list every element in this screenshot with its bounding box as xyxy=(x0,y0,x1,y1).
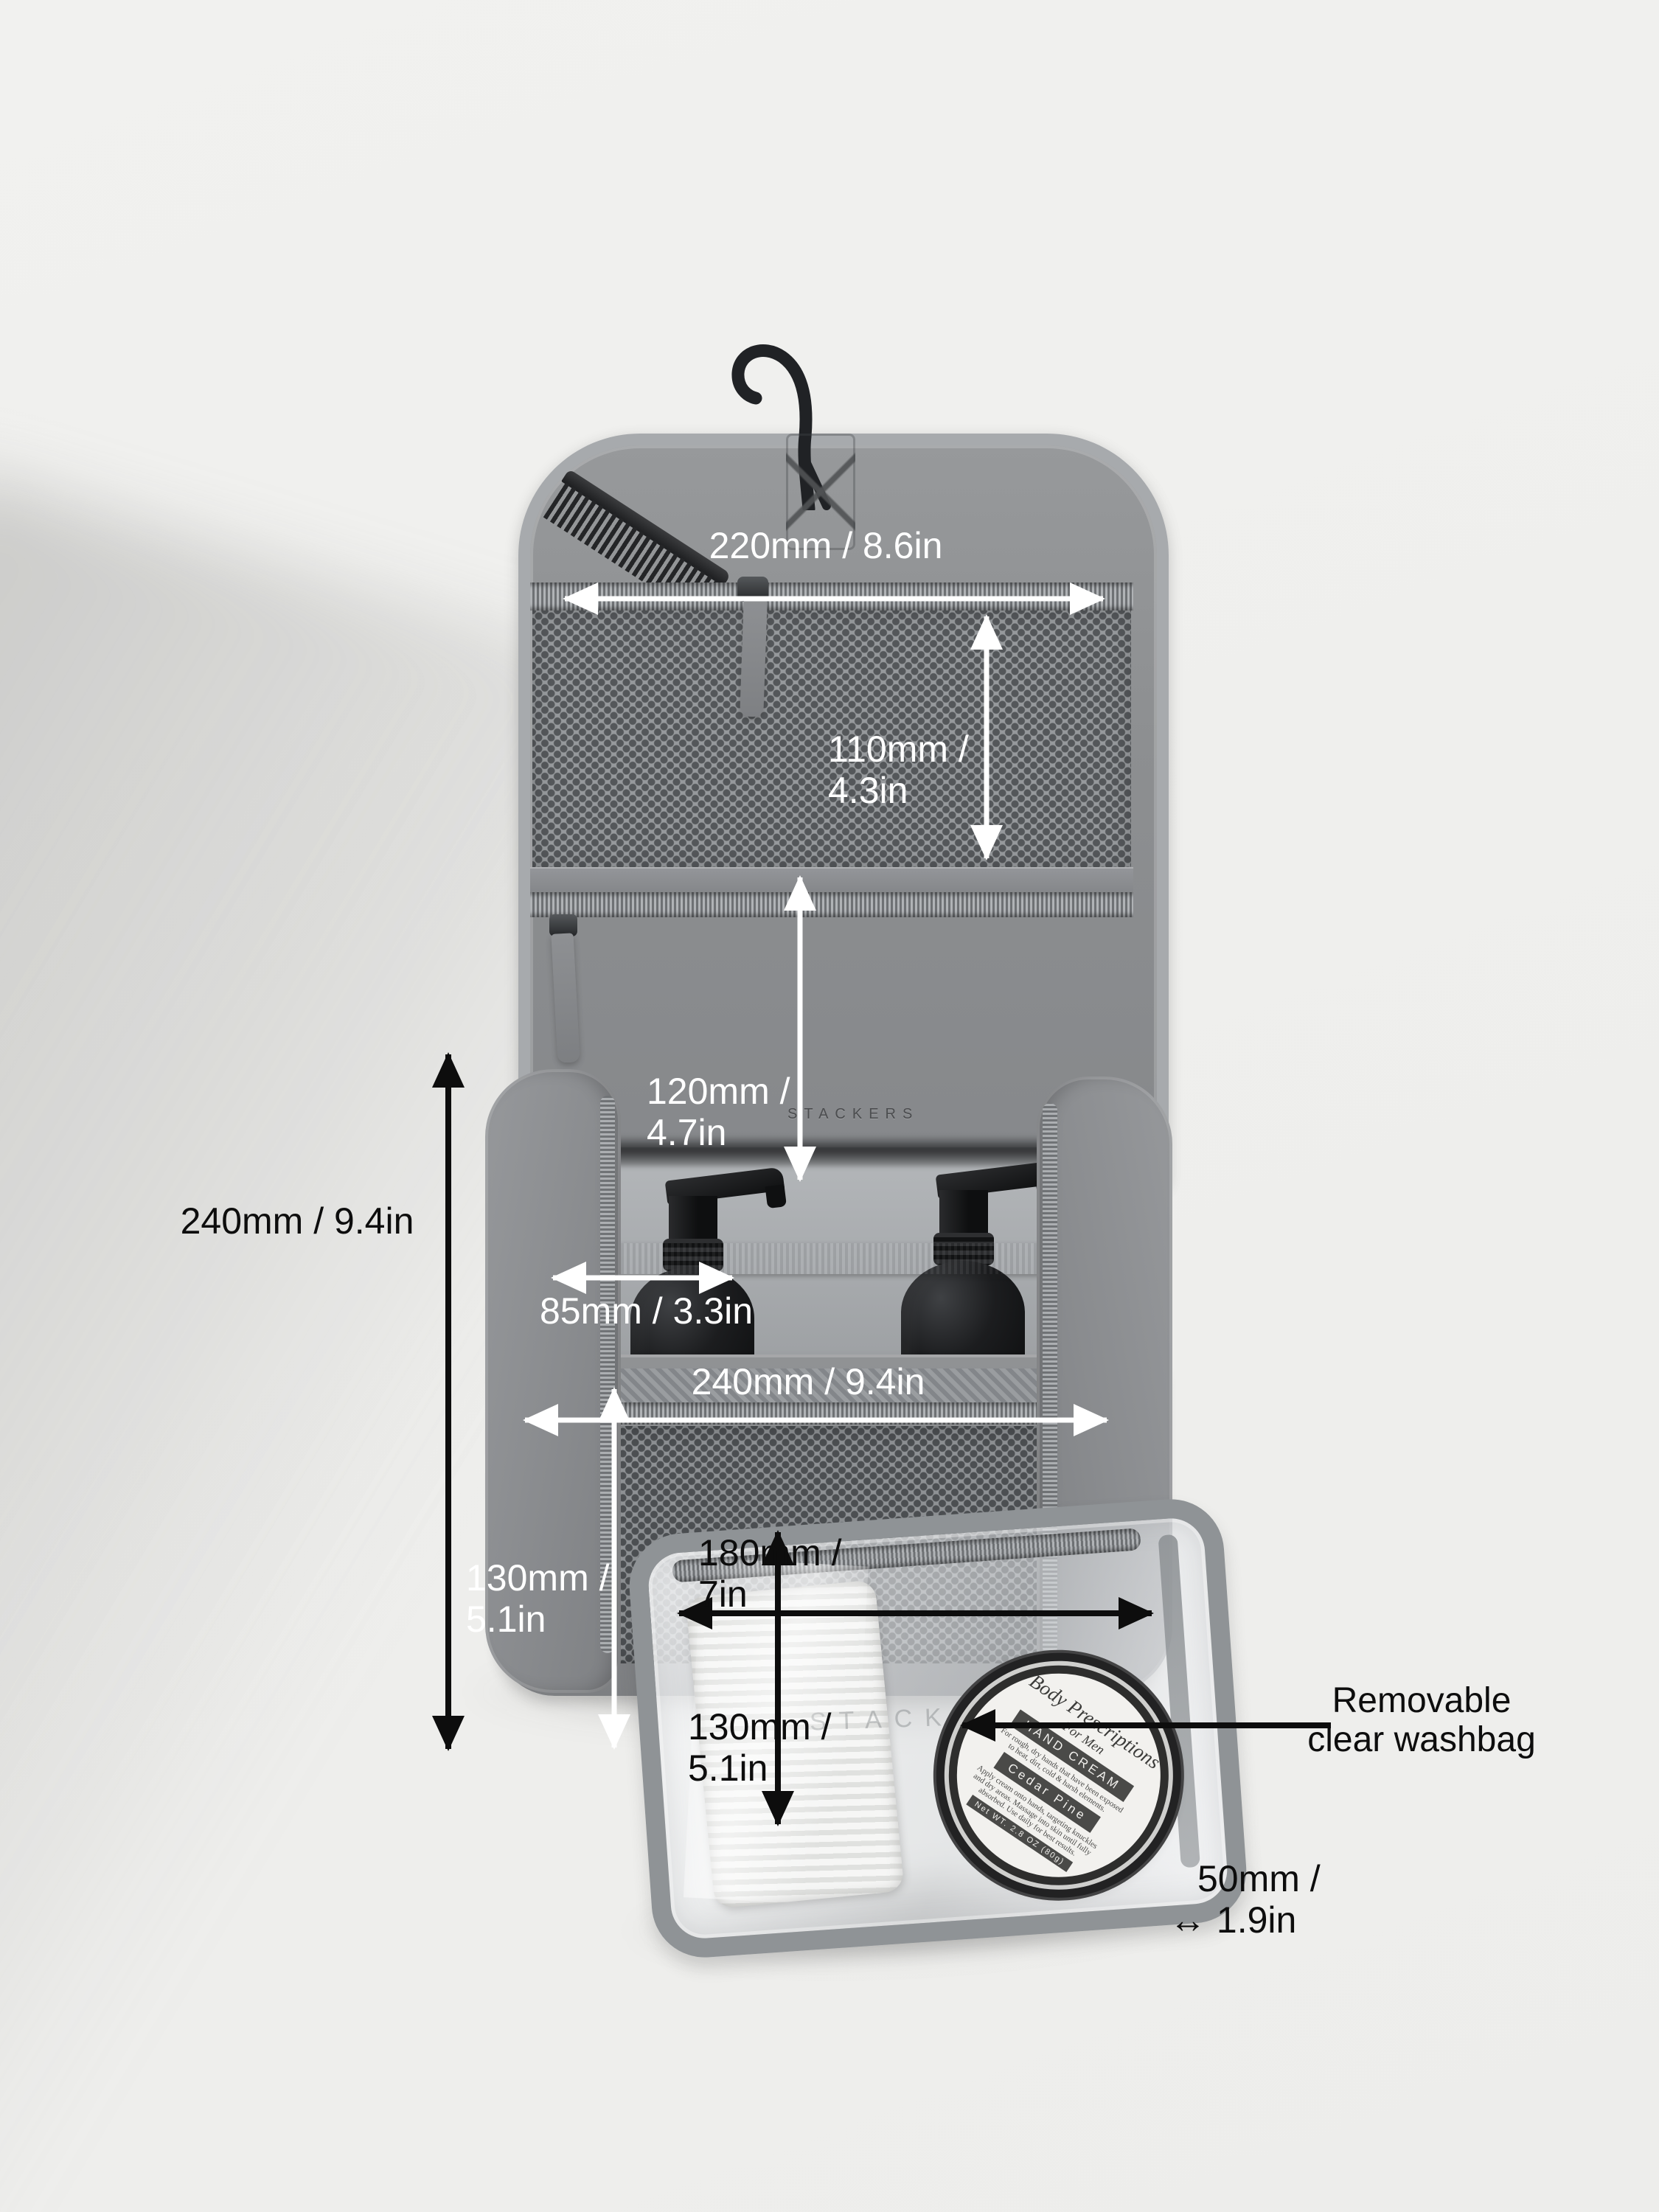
hand-cream-jar: Body Prescriptions For Men HAND CREAM Fo… xyxy=(941,1658,1176,1893)
flap-top-zip xyxy=(530,582,1133,611)
pump-neck xyxy=(669,1196,717,1242)
dim-label-line: 240mm / 9.4in xyxy=(180,1200,414,1242)
flap-top-zip-pull xyxy=(740,598,768,717)
dim-label-line: 240mm / 9.4in xyxy=(691,1361,925,1402)
dim-label-line: 130mm / xyxy=(466,1557,610,1599)
callout-line: clear washbag xyxy=(1307,1720,1536,1759)
removable-washbag-callout: Removable clear washbag xyxy=(1307,1681,1536,1759)
dim-label-washbag-width: 180mm / 7in xyxy=(698,1532,842,1615)
dim-label-line: 220mm / 8.6in xyxy=(709,525,943,566)
dim-label-line: 130mm / xyxy=(688,1706,832,1747)
flap-mesh-binding xyxy=(530,867,1133,892)
dim-label-washbag-height: 130mm / 5.1in xyxy=(688,1706,832,1789)
dim-label-mesh-pocket-height: 110mm / 4.3in xyxy=(828,728,969,811)
dim-label-washbag-depth: 50mm / ↔ 1.9in xyxy=(1169,1858,1321,1941)
dim-label-body-width: 240mm / 9.4in xyxy=(692,1361,925,1402)
flap-second-zip-slider xyxy=(549,914,577,936)
flap-top-zip-slider xyxy=(737,577,768,602)
dim-label-line: 5.1in xyxy=(466,1599,546,1640)
dim-label-line: 110mm / xyxy=(828,728,969,770)
dim-label-body-height: 240mm / 9.4in xyxy=(181,1200,414,1242)
dim-label-line: 180mm / xyxy=(698,1532,842,1573)
pump-collar xyxy=(933,1233,994,1265)
callout-line: Removable xyxy=(1332,1681,1512,1720)
dim-label-front-pocket-height: 130mm / 5.1in xyxy=(466,1557,610,1640)
dim-label-line: 4.3in xyxy=(828,770,908,811)
dim-label-line: 7in xyxy=(698,1573,748,1615)
dim-label-flap-lower-height: 120mm / 4.7in xyxy=(647,1071,790,1153)
flap-second-zip xyxy=(530,892,1133,917)
dim-label-line: 5.1in xyxy=(688,1747,768,1789)
brand-embossed-text: STACKERS xyxy=(787,1106,919,1122)
dim-label-side-pocket-width: 85mm / 3.3in xyxy=(540,1290,753,1332)
jar-label: Body Prescriptions For Men HAND CREAM Fo… xyxy=(942,1658,1176,1893)
hook-tab-strap xyxy=(786,434,855,550)
dim-label-line: 85mm / 3.3in xyxy=(540,1290,754,1332)
pump-neck xyxy=(939,1190,988,1236)
dim-label-line: ↔ 1.9in xyxy=(1169,1899,1297,1941)
flap-mesh-pocket xyxy=(532,611,1131,867)
dim-label-line: 4.7in xyxy=(647,1112,727,1153)
washbag-right-seam xyxy=(1158,1534,1200,1868)
dim-label-line: 120mm / xyxy=(647,1071,790,1112)
dim-label-flap-width: 220mm / 8.6in xyxy=(709,525,943,566)
dim-label-line: 50mm / xyxy=(1197,1858,1321,1899)
